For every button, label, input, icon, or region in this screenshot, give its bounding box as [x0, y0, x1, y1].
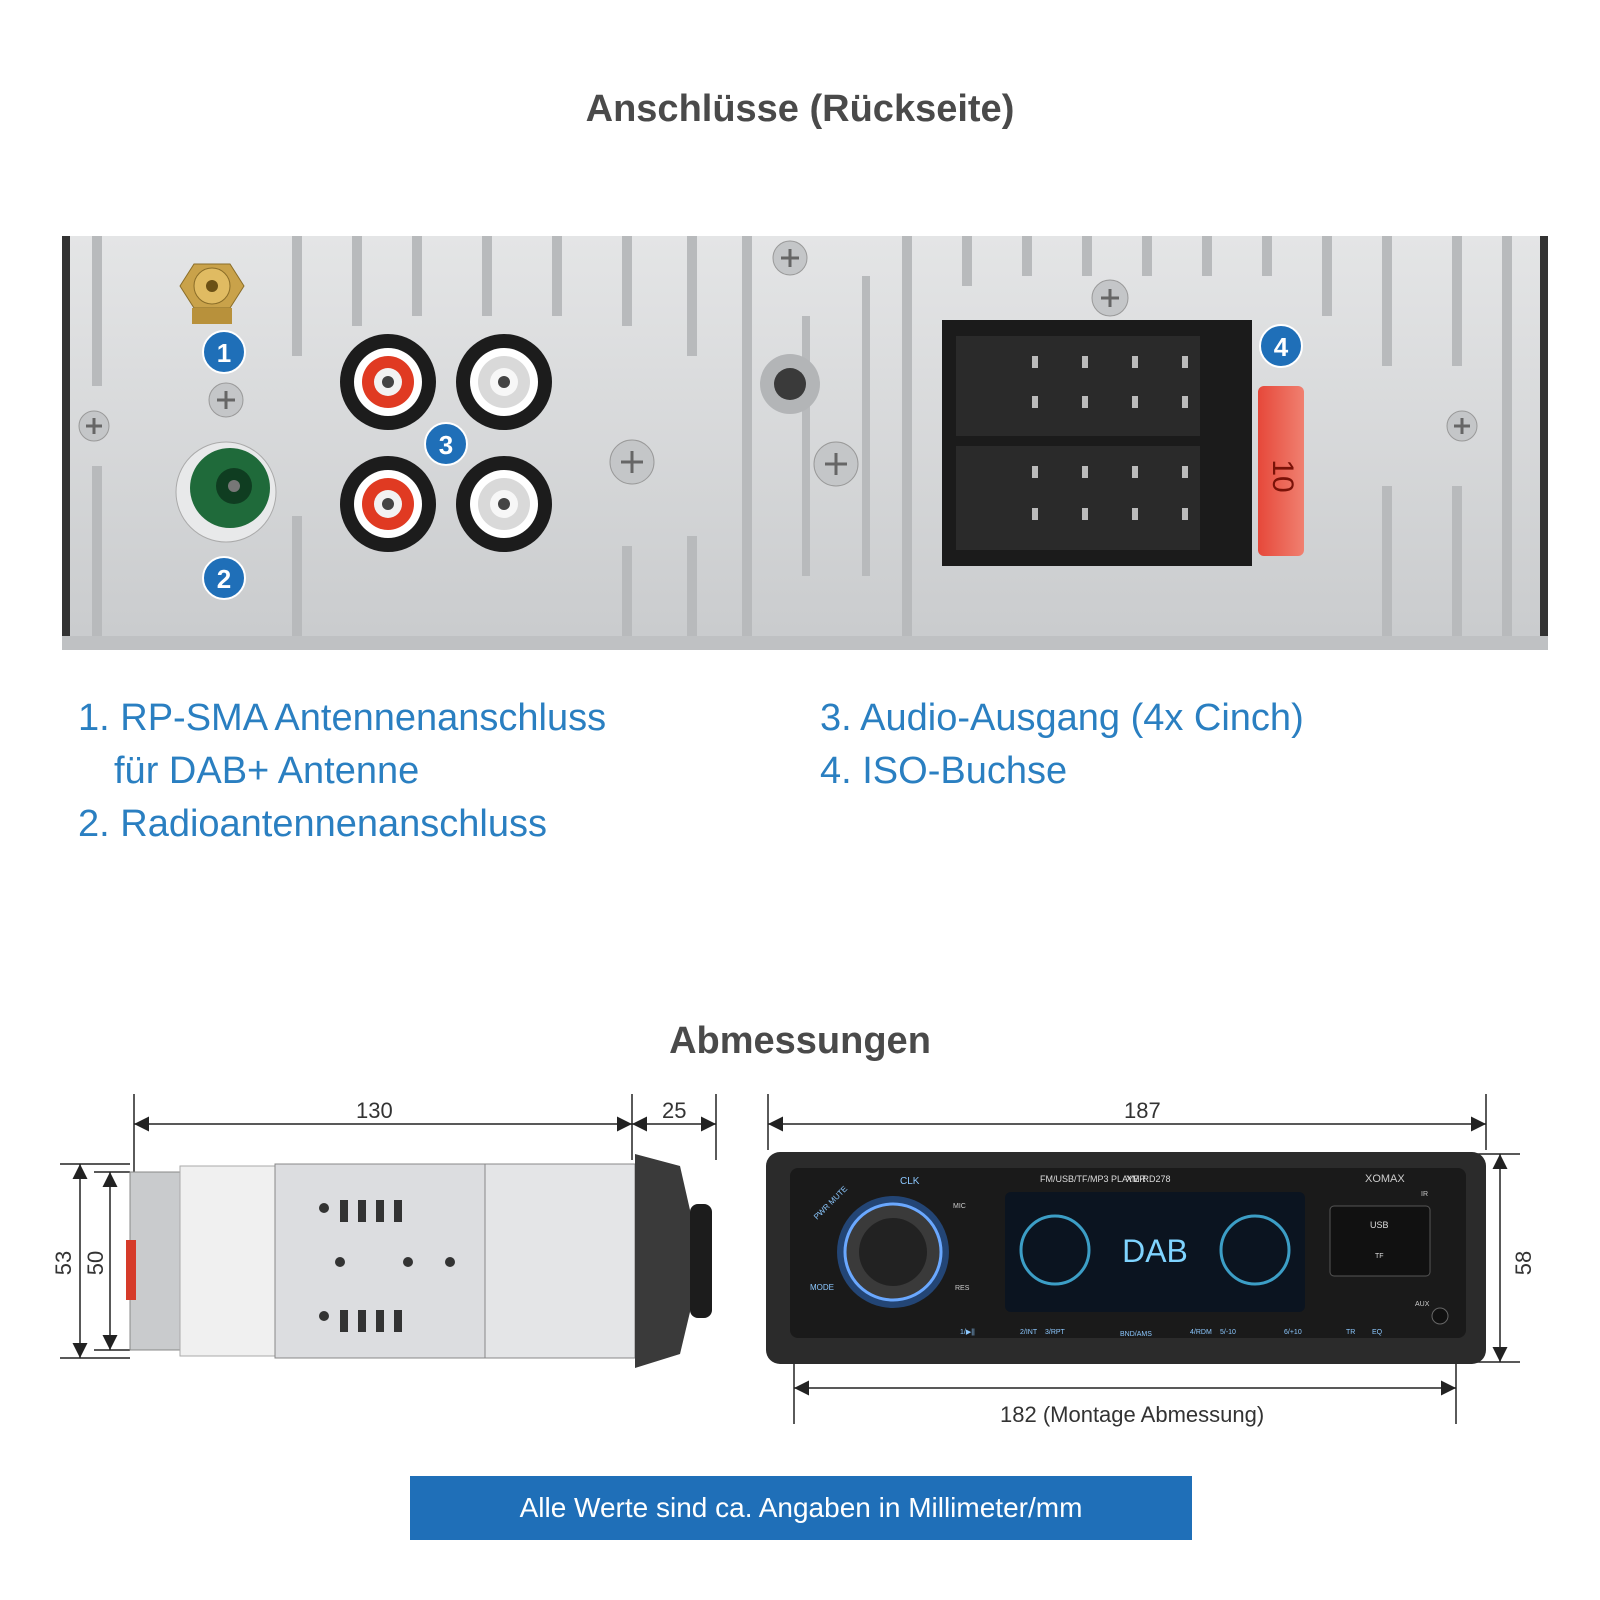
chassis-edge-left	[62, 236, 70, 650]
legend-item-1-cont: für DAB+ Antenne	[114, 750, 420, 792]
dim-side-length: 130	[356, 1098, 393, 1123]
fuse-label: 10	[1266, 459, 1299, 492]
screws	[78, 240, 1478, 487]
units-note: Alle Werte sind ca. Angaben in Millimete…	[410, 1476, 1192, 1540]
dimensions-heading: Abmessungen	[669, 1020, 931, 1062]
callout-3: 3	[424, 422, 468, 466]
chassis-bottom	[62, 636, 1548, 650]
side-view	[126, 1154, 712, 1368]
mounting-hole	[760, 354, 820, 414]
res-label: RES	[955, 1285, 970, 1292]
usb-label: USB	[1370, 1220, 1389, 1230]
iso-socket: 10	[942, 320, 1304, 566]
fuse	[1258, 386, 1304, 556]
svg-text:1: 1	[217, 338, 231, 368]
legend-item-1: 1. RP-SMA Antennenanschluss	[78, 697, 607, 739]
button-tr[interactable]: TR	[1346, 1329, 1355, 1336]
aux-label: AUX	[1415, 1301, 1430, 1308]
legend-left: 1. RP-SMA Antennenanschluss für DAB+ Ant…	[78, 692, 606, 851]
mode-label: MODE	[810, 1283, 834, 1292]
dim-front-mount: 182 (Montage Abmessung)	[1000, 1402, 1265, 1427]
dim-side-height-inner: 50	[83, 1250, 109, 1276]
brand-label: XOMAX	[1365, 1173, 1405, 1185]
svg-text:4: 4	[1274, 332, 1289, 362]
ir-label: IR	[1421, 1191, 1428, 1198]
legend-item-4: 4. ISO-Buchse	[820, 750, 1068, 792]
chassis-edge-right	[1540, 236, 1548, 650]
button-1[interactable]: 1/▶||	[960, 1329, 975, 1336]
mic-label: MIC	[953, 1203, 966, 1210]
callout-1: 1	[202, 330, 246, 374]
button-5[interactable]: 5/-10	[1220, 1329, 1236, 1336]
callout-2: 2	[202, 556, 246, 600]
rear-panel: 10 1 2 3 4	[62, 236, 1548, 650]
svg-text:2: 2	[217, 564, 231, 594]
front-view: DAB FM/USB/TF/MP3 PLAYER XM-RD278 XOMAX …	[766, 1152, 1486, 1364]
dimension-drawings: DAB FM/USB/TF/MP3 PLAYER XM-RD278 XOMAX …	[60, 1094, 1520, 1424]
callout-4: 4	[1259, 324, 1303, 368]
button-4[interactable]: 4/RDM	[1190, 1329, 1212, 1336]
button-eq[interactable]: EQ	[1372, 1329, 1383, 1336]
dim-front-height: 58	[1511, 1250, 1537, 1276]
legend-right: 3. Audio-Ausgang (4x Cinch) 4. ISO-Buchs…	[820, 692, 1304, 798]
clk-label: CLK	[900, 1176, 920, 1187]
dim-side-height-outer: 53	[51, 1250, 77, 1276]
player-label: FM/USB/TF/MP3 PLAYER	[1040, 1174, 1146, 1184]
rca-outputs	[340, 334, 552, 552]
cooling-fins	[92, 236, 1512, 636]
display-text: DAB	[1122, 1233, 1188, 1269]
svg-text:3: 3	[439, 430, 453, 460]
button-6[interactable]: 6/+10	[1284, 1329, 1302, 1336]
dim-side-front: 25	[662, 1098, 687, 1123]
button-band[interactable]: BND/AMS	[1120, 1331, 1152, 1338]
tf-label: TF	[1375, 1253, 1384, 1260]
radio-antenna-socket	[175, 441, 277, 543]
button-2[interactable]: 2/INT	[1020, 1329, 1038, 1336]
legend-item-3: 3. Audio-Ausgang (4x Cinch)	[820, 697, 1304, 739]
connections-heading: Anschlüsse (Rückseite)	[585, 88, 1015, 130]
legend-item-2: 2. Radioantennenanschluss	[78, 803, 548, 845]
model-label: XM-RD278	[1126, 1174, 1171, 1184]
button-3[interactable]: 3/RPT	[1045, 1329, 1066, 1336]
display	[1005, 1192, 1305, 1312]
dim-front-width: 187	[1124, 1098, 1161, 1123]
rp-sma-connector	[179, 263, 245, 324]
